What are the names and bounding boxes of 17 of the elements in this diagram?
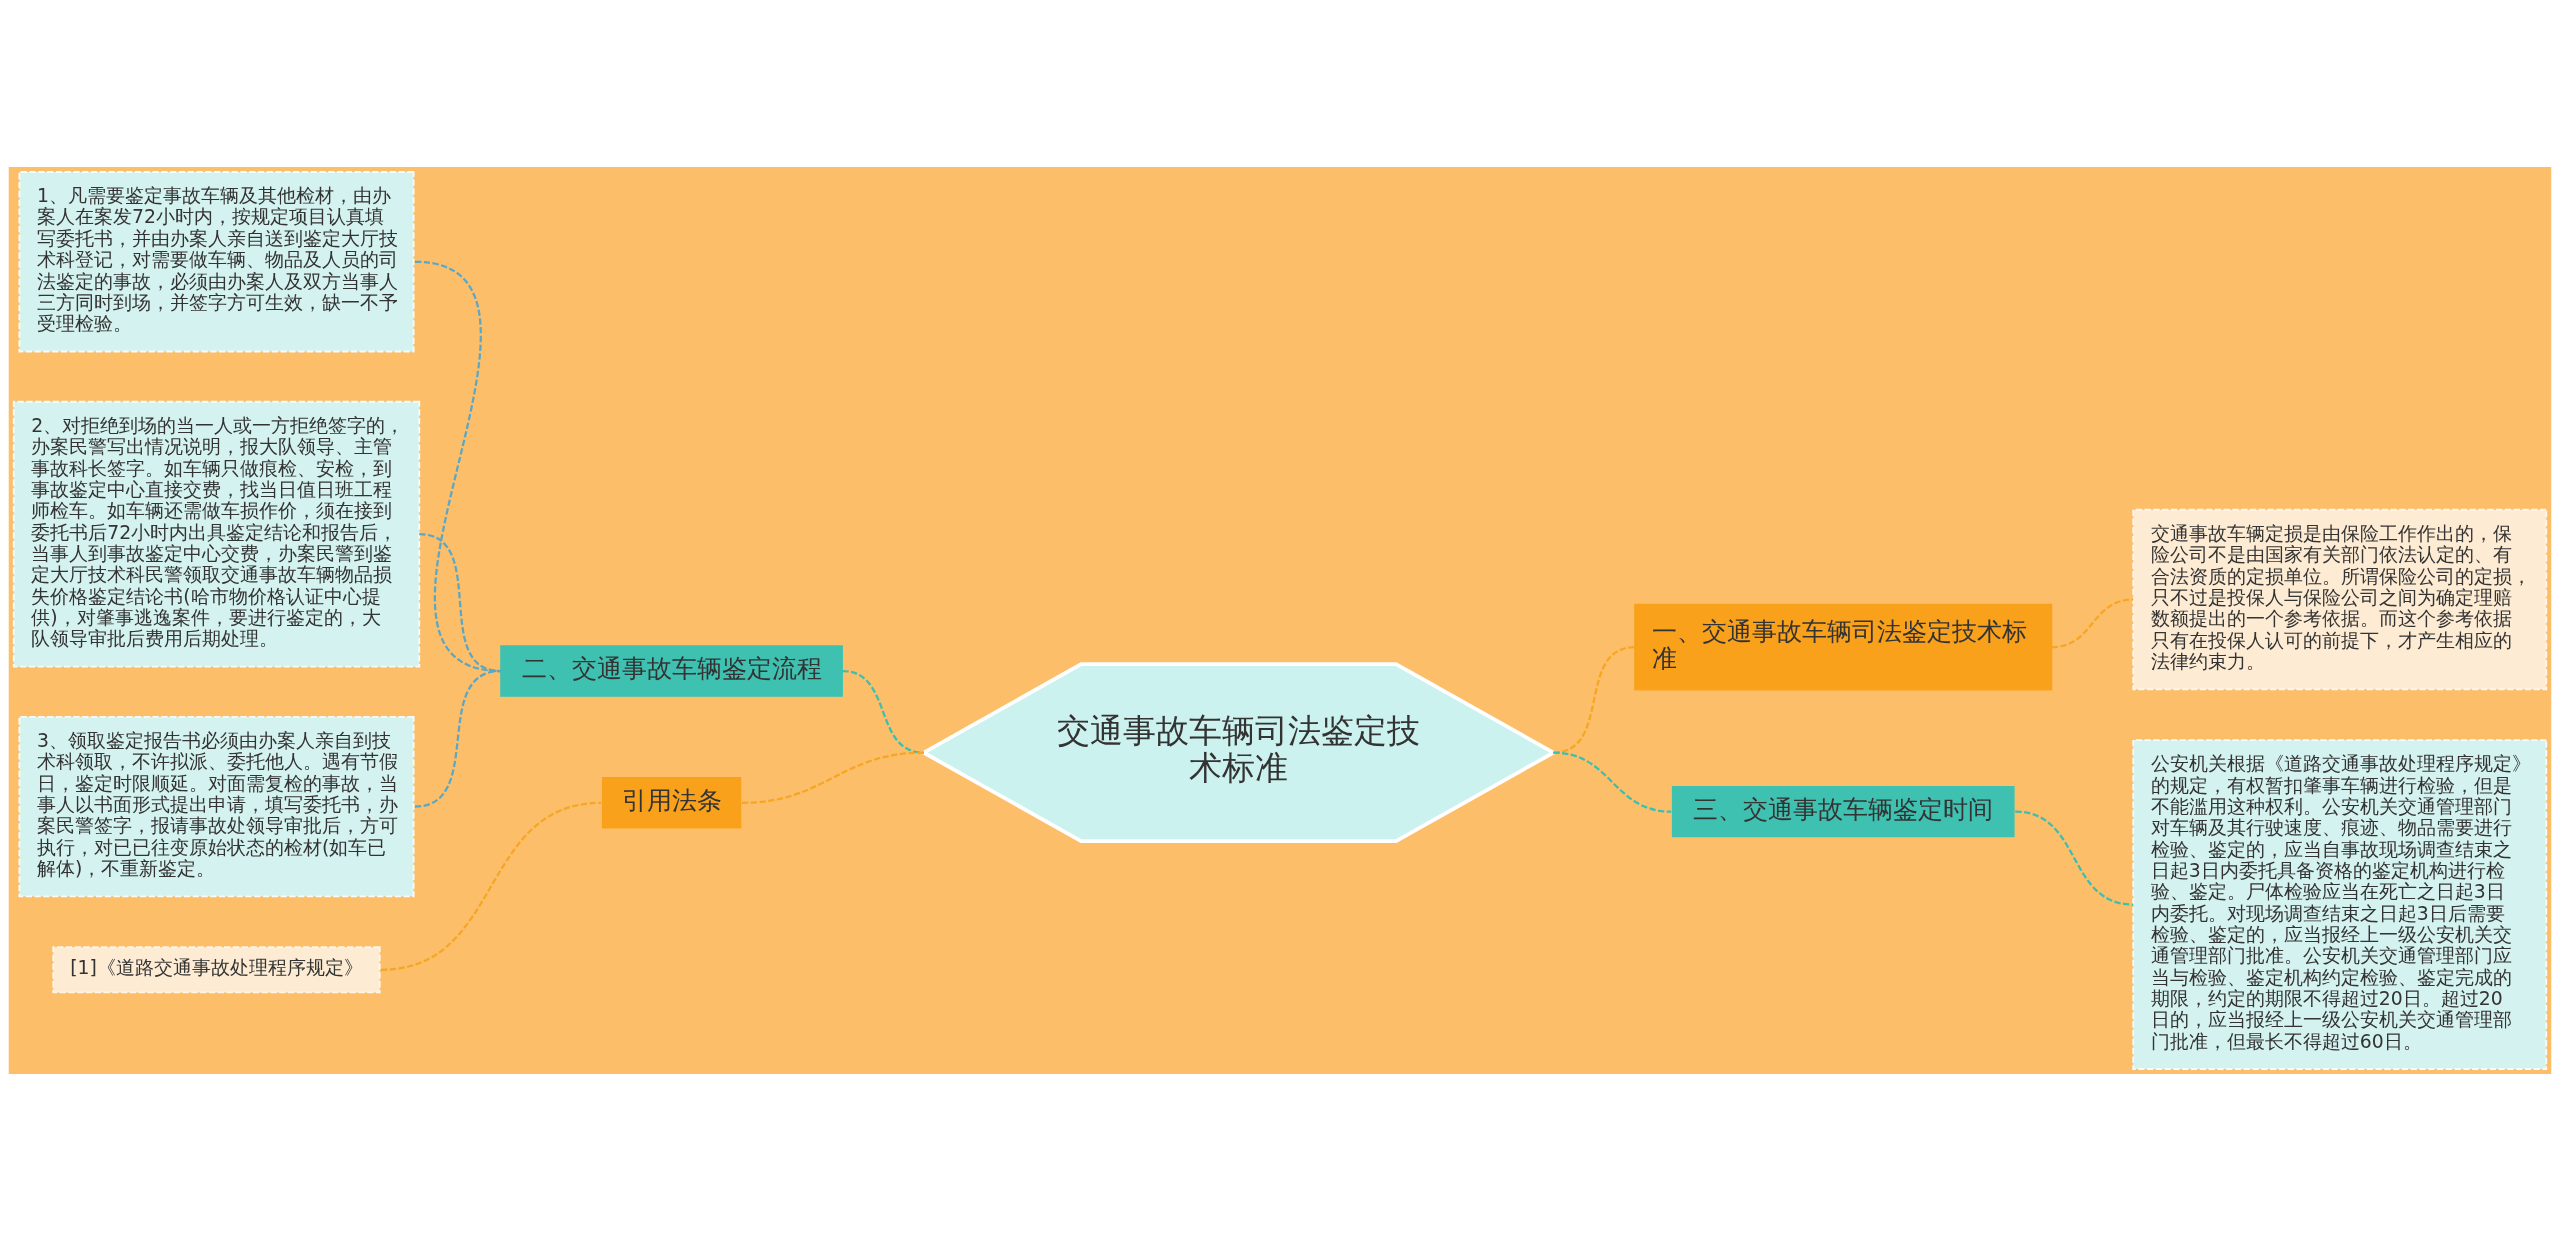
node-box: 3、领取鉴定报告书必须由办案人亲自到技术科领取，不许拟派、委托他人。遇有节假日，鉴定时限顺延。对面需复检的事故，当事人以书面形式提出申请，填写委托书，办案民警签字，报请事故处领导审批后，方可执行，对已已往变原始状态的检材(如车已解体)，不重新鉴定。	[18, 715, 415, 898]
connector	[2051, 598, 2134, 649]
node-box: 三、交通事故车辆鉴定时间	[1671, 785, 2015, 838]
connector	[2015, 810, 2134, 906]
node-box: 公安机关根据《道路交通事故处理程序规定》的规定，有权暂扣肇事车辆进行检验，但是不能滥用这种权利。公安机关交通管理部门对车辆及其行驶速度、痕迹、物品需要进行检验、鉴定的，应当自事故现场调查结束之日起3日内委托具备资格的鉴定机构进行检验、鉴定。尸体检验应当在死亡之日起3日内委托。对现场调查结束之日起3日后需要检验、鉴定的，应当报经上一级公安机关交通管理部门批准。公安机关交通管理部门应当与检验、鉴定机构约定检验、鉴定完成的期限，约定的期限不得超过20日。超过20日的，应当报经上一级公安机关交通管理部门批准，但最长不得超过60日。	[2132, 739, 2548, 1070]
node-box: 引用法条	[601, 777, 742, 829]
node-box: 二、交通事故车辆鉴定流程	[500, 645, 843, 697]
node-box: 1、凡需要鉴定事故车辆及其他检材，由办案人在案发72小时内，按规定项目认真填写委托书，并由办案人亲自送到鉴定大厅技术科登记，对需要做车辆、物品及人员的司法鉴定的事故，必须由办案人及双方当事人三方同时到场，并签字方可生效，缺一不予受理检验。	[18, 171, 415, 353]
connector	[1553, 751, 1672, 813]
node-box: 一、交通事故车辆司法鉴定技术标准	[1634, 603, 2053, 691]
connector	[741, 751, 924, 804]
node-box: [1]《道路交通事故处理程序规定》	[52, 946, 381, 994]
connector	[1553, 646, 1636, 754]
node-box: 交通事故车辆定损是由保险工作作出的，保险公司不是由国家有关部门依法认定的、有合法资质的定损单位。所谓保险公司的定损，只不过是投保人与保险公司之间为确定理赔数额提出的一个参考依据。而这个参考依据只有在投保人认可的前提下，才产生相应的法律约束力。	[2132, 508, 2548, 691]
node-box: 2、对拒绝到场的当一人或一方拒绝签字的，办案民警写出情况说明，报大队领导、主管事故科长签字。如车辆只做痕检、安检，到事故鉴定中心直接交费，找当日值日班工程师检车。如车辆还需做车损作价，须在接到委托书后72小时内出具鉴定结论和报告后，当事人到事故鉴定中心交费，办案民警到鉴定大厅技术科民警领取交通事故车辆物品损失价格鉴定结论书(哈市物价格认证中心提供)，对肇事逃逸案件，要进行鉴定的，大队领导审批后费用后期处理。	[12, 400, 421, 668]
connector	[380, 801, 602, 971]
connector	[414, 669, 502, 808]
